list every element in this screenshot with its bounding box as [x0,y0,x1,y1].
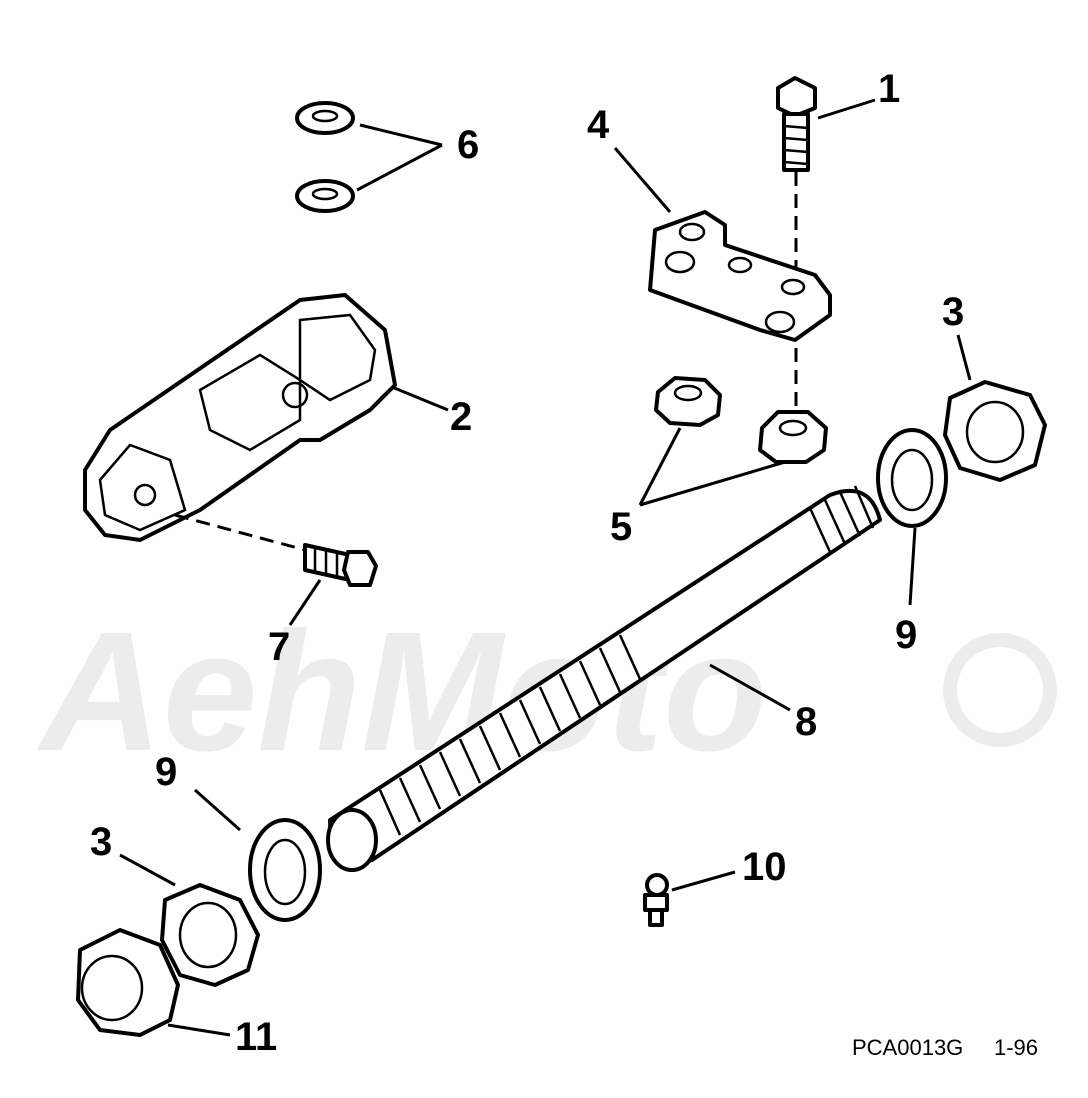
callout-3-upper: 3 [942,290,964,334]
callout-7: 7 [268,625,290,669]
watermark-wheel-icon [943,633,1057,747]
cap-nut-icon [76,928,180,1037]
callout-8: 8 [795,700,817,744]
link-arm-icon [648,210,832,342]
callout-11: 11 [235,1015,277,1059]
flat-washer-icon-lower [248,818,322,922]
grease-fitting-icon [643,873,669,927]
hex-nut-icon-lower [160,883,260,987]
lock-nut-icon [654,376,828,464]
callout-2: 2 [450,395,472,439]
callout-5: 5 [610,505,632,549]
callout-9-upper: 9 [895,613,917,657]
callout-4: 4 [587,103,610,147]
callout-10: 10 [742,845,787,889]
callout-1: 1 [878,67,900,111]
flat-washer-icon [876,428,948,528]
callout-6: 6 [457,123,479,167]
steering-bracket-icon [83,293,397,542]
screw-icon [303,543,378,587]
threaded-tube-icon [326,485,882,872]
callout-9-lower: 9 [155,750,177,794]
bolt-icon [776,76,817,172]
washer-icon [295,101,355,213]
revision-date: 1-96 [994,1035,1038,1060]
part-code: PCA0013G [852,1035,963,1060]
hex-nut-icon [943,380,1047,482]
callout-3-lower: 3 [90,820,112,864]
